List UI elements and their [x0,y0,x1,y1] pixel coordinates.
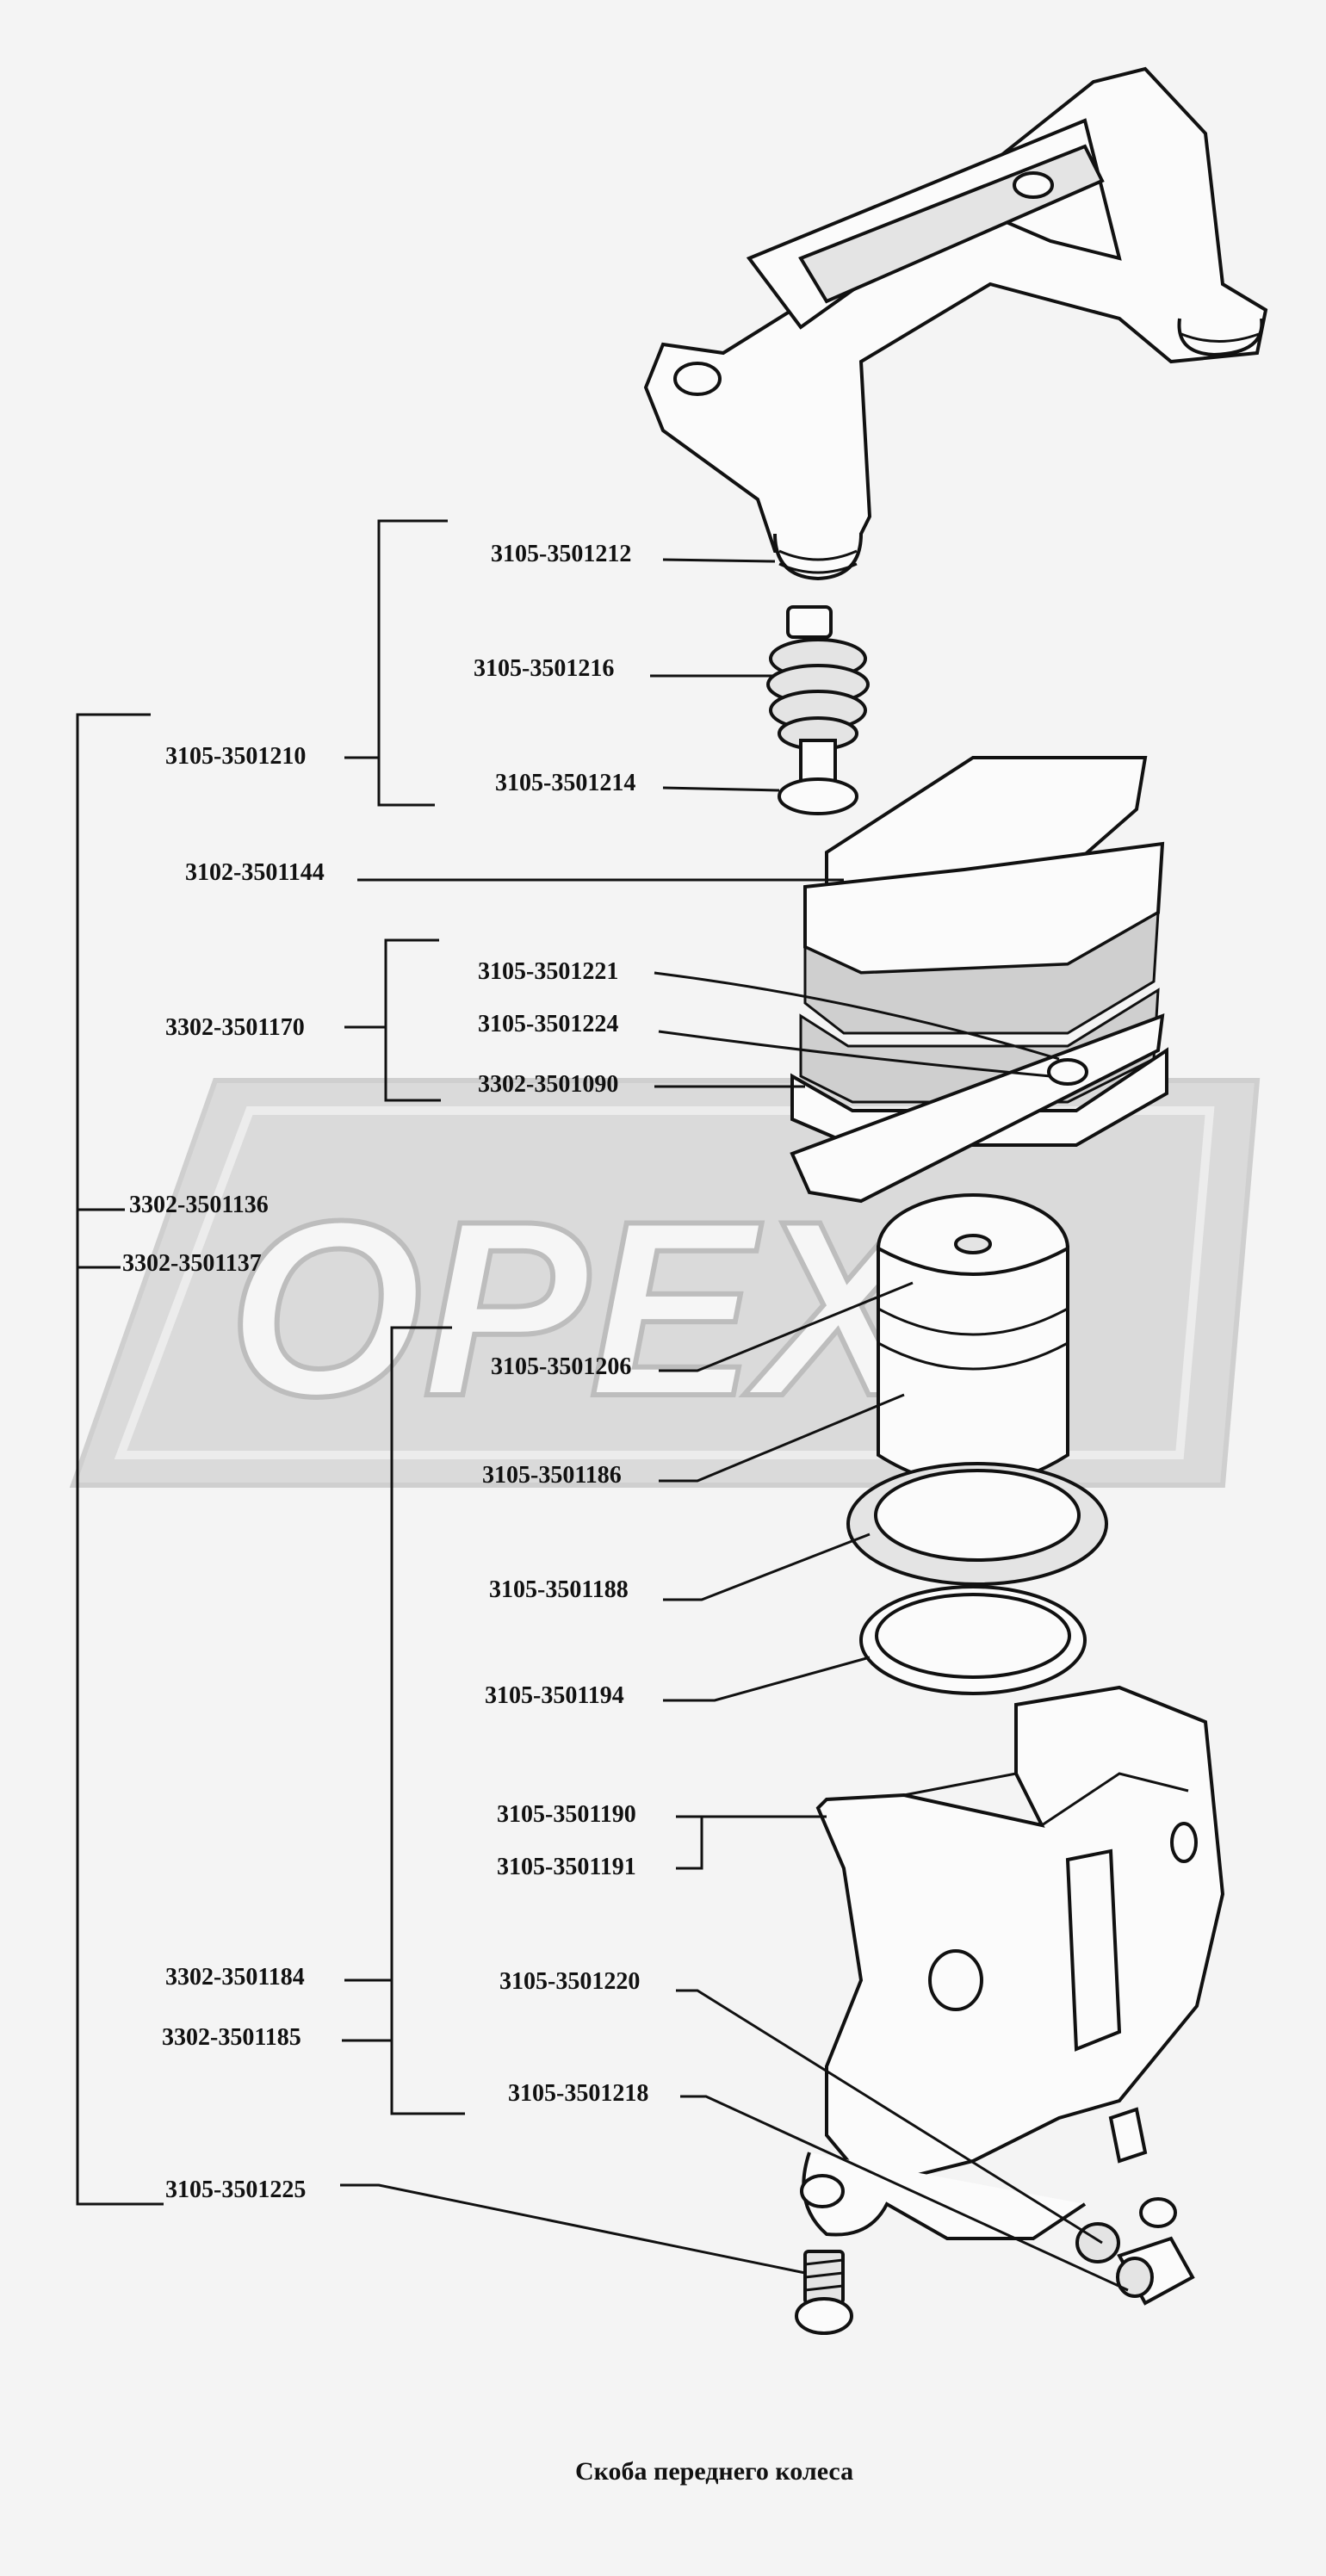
label-3105-3501220: 3105-3501220 [499,1968,640,1995]
guide-pin-parts [766,605,870,815]
label-3105-3501218: 3105-3501218 [508,2080,648,2107]
label-3302-3501090: 3302-3501090 [478,1071,618,1098]
label-3105-3501221: 3105-3501221 [478,958,618,985]
diagram-caption: Скоба переднего колеса [575,2457,853,2486]
label-3105-3501216: 3105-3501216 [474,655,614,682]
brake-pads-part [790,756,1168,1204]
o-ring-part [859,1585,1087,1695]
label-3302-3501184: 3302-3501184 [165,1964,305,1991]
bleeder-parts [1075,2197,1195,2306]
label-3302-3501137: 3302-3501137 [122,1250,262,1277]
watermark: OPEX [69,1078,1261,1488]
bolt-part [795,2250,853,2335]
caliper-housing-part [800,1685,1225,2240]
label-3302-3501136: 3302-3501136 [129,1192,269,1218]
label-3105-3501225: 3105-3501225 [165,2177,306,2203]
label-3105-3501186: 3105-3501186 [482,1462,622,1489]
label-3302-3501185: 3302-3501185 [162,2024,301,2051]
label-3105-3501214: 3105-3501214 [495,770,635,796]
label-3102-3501144: 3102-3501144 [185,859,325,886]
label-3105-3501210: 3105-3501210 [165,743,306,770]
bracket-part [643,66,1268,581]
piston-seal-part [846,1462,1108,1586]
label-3105-3501212: 3105-3501212 [491,541,631,567]
leader-lines [76,519,1129,2292]
label-3105-3501224: 3105-3501224 [478,1011,618,1037]
label-3105-3501190: 3105-3501190 [497,1801,636,1828]
label-3105-3501188: 3105-3501188 [489,1576,629,1603]
label-3302-3501170: 3302-3501170 [165,1014,305,1041]
watermark-text: OPEX [228,1169,935,1448]
label-3105-3501206: 3105-3501206 [491,1353,631,1380]
label-3105-3501194: 3105-3501194 [485,1682,624,1709]
label-3105-3501191: 3105-3501191 [497,1854,636,1880]
part-labels: 3105-3501212 3105-3501216 3105-3501210 3… [122,541,648,2203]
piston-part [877,1193,1069,1487]
